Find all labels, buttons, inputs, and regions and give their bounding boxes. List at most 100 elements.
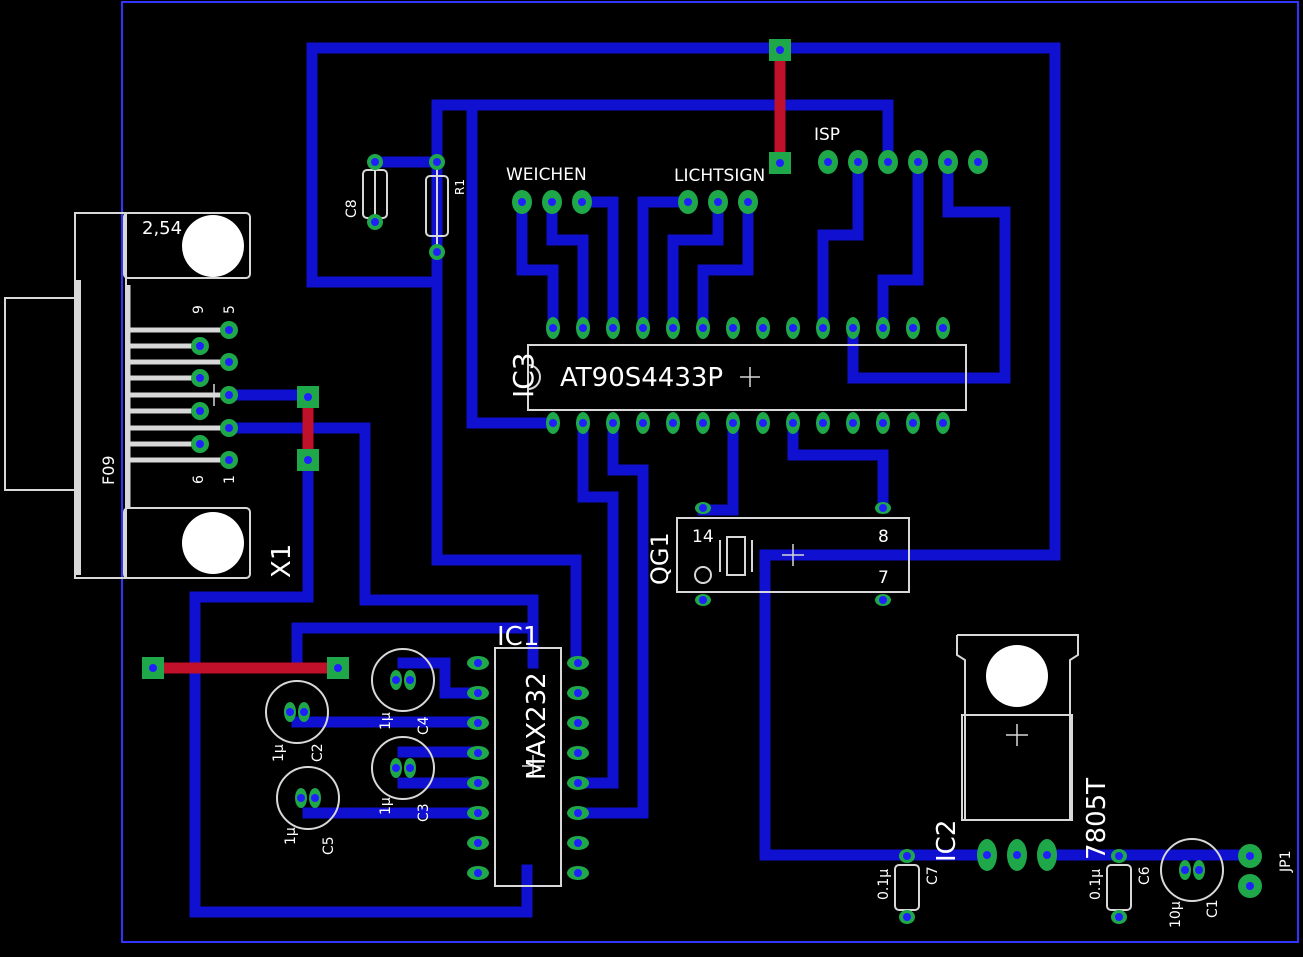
qg1-pad-hole [879, 504, 887, 512]
c7-pad-hole [903, 913, 911, 921]
qg1-pin8: 8 [878, 527, 889, 547]
elcap-pad-hole [286, 708, 294, 716]
ic1-pad-left-hole [474, 719, 482, 727]
c6-pad-hole [1115, 852, 1123, 860]
c3-label: C3 [416, 803, 432, 822]
ic3-pad-top-hole [639, 324, 647, 332]
trace-c2-top [291, 622, 539, 671]
ic1-pad-left-hole [474, 869, 482, 877]
isp-pad-hole [854, 158, 862, 166]
c6-body [1106, 864, 1132, 911]
db9-flange-top [123, 212, 251, 279]
c1-body [1160, 838, 1224, 902]
ic3-pad-bottom-hole [699, 419, 707, 427]
ic1-pad-right-hole [574, 659, 582, 667]
ic2-pad-hole [983, 851, 991, 859]
c7-pad-hole [903, 852, 911, 860]
isp-label: ISP [814, 125, 840, 145]
trace-weichen-3 [576, 196, 619, 334]
trace-ic3-rx [577, 417, 619, 789]
ic3-pad-top-hole [549, 324, 557, 332]
isp-pad-hole [944, 158, 952, 166]
ic3-outline [527, 344, 967, 411]
via-hole [334, 664, 342, 672]
trace-isp-3 [847, 156, 1011, 384]
ic3-pad-bottom-hole [609, 419, 617, 427]
ic2-value: 7805T [1082, 778, 1112, 860]
ic3-pad-bottom-hole [579, 419, 587, 427]
ic3-pad-bottom-hole [909, 419, 917, 427]
c8-label: C8 [344, 199, 360, 218]
ic2-name: IC2 [932, 820, 962, 862]
c3-val: 1µ [378, 797, 394, 815]
trace-weichen-2 [546, 196, 589, 334]
weichen-pad-hole [578, 198, 586, 206]
r1-pad-hole [433, 248, 441, 256]
c2-val: 1µ [271, 744, 287, 762]
ic3-pad-bottom-hole [759, 419, 767, 427]
x1-pin9: 9 [191, 305, 207, 314]
ic3-pad-top-hole [849, 324, 857, 332]
db9-shell [4, 297, 75, 491]
ic3-pad-top-hole [939, 324, 947, 332]
isp-pad-hole [914, 158, 922, 166]
qg1-xtal [726, 536, 746, 576]
trace-licht-3 [697, 196, 754, 334]
c8-pad-hole [371, 158, 379, 166]
trace-xtal2 [787, 417, 889, 514]
r1-label: R1 [453, 179, 467, 195]
ic2-pad-hole [1013, 851, 1021, 859]
trace-licht-1 [637, 196, 694, 334]
via-hole [149, 664, 157, 672]
trace-r1-ic1 [431, 276, 582, 669]
c5-val: 1µ [283, 827, 299, 845]
ic3-pad-bottom-hole [669, 419, 677, 427]
db9-pad-hole [225, 456, 233, 464]
isp-pad-hole [824, 158, 832, 166]
trace-licht-2 [667, 196, 724, 334]
ic1-pad-left-hole [474, 689, 482, 697]
trace-top-loop [306, 42, 1061, 561]
weichen-pad-hole [548, 198, 556, 206]
db9-pad-hole [196, 374, 204, 382]
weichen-pad-hole [518, 198, 526, 206]
ic1-outline [494, 647, 562, 887]
ic3-pad-top-hole [729, 324, 737, 332]
c7-body [894, 864, 920, 911]
ic1-pad-left-hole [474, 749, 482, 757]
db9-pins [128, 327, 229, 463]
trace-isp-1 [817, 156, 864, 334]
elcap-pad-hole [300, 708, 308, 716]
db9-pad-hole [225, 391, 233, 399]
elcap-pad-hole [1195, 866, 1203, 874]
mounting-holes [182, 215, 1048, 707]
ic3-pad-bottom-hole [849, 419, 857, 427]
db9-pad-hole [196, 440, 204, 448]
pads [142, 39, 1262, 924]
x1-name: X1 [267, 544, 297, 578]
ic1-pad-right-hole [574, 719, 582, 727]
silkscreen [4, 162, 1224, 911]
lichtsign-label: LICHTSIGN [674, 166, 765, 186]
ic3-pad-bottom-hole [789, 419, 797, 427]
ic3-value: AT90S4433P [560, 363, 723, 393]
isp-pad-hole [974, 158, 982, 166]
ic1-name: IC1 [497, 622, 539, 652]
qg1-name: QG1 [646, 532, 674, 585]
lichtsign-pad-hole [684, 198, 692, 206]
qg1-pad-hole [699, 504, 707, 512]
qg1-pin7: 7 [878, 568, 889, 588]
ic3-pad-top-hole [789, 324, 797, 332]
bottom-traces [189, 42, 1256, 918]
ic2-body [961, 714, 1073, 821]
ic1-pad-left-hole [474, 659, 482, 667]
elcap-pad-hole [406, 676, 414, 684]
qg1-pin14: 14 [692, 527, 714, 547]
elcap-pad-hole [406, 764, 414, 772]
ic3-pad-bottom-hole [639, 419, 647, 427]
ic3-pad-bottom-hole [939, 419, 947, 427]
c7-val: 0.1µ [876, 869, 892, 900]
qg1-outline [676, 517, 910, 593]
elcap-pad-hole [311, 794, 319, 802]
